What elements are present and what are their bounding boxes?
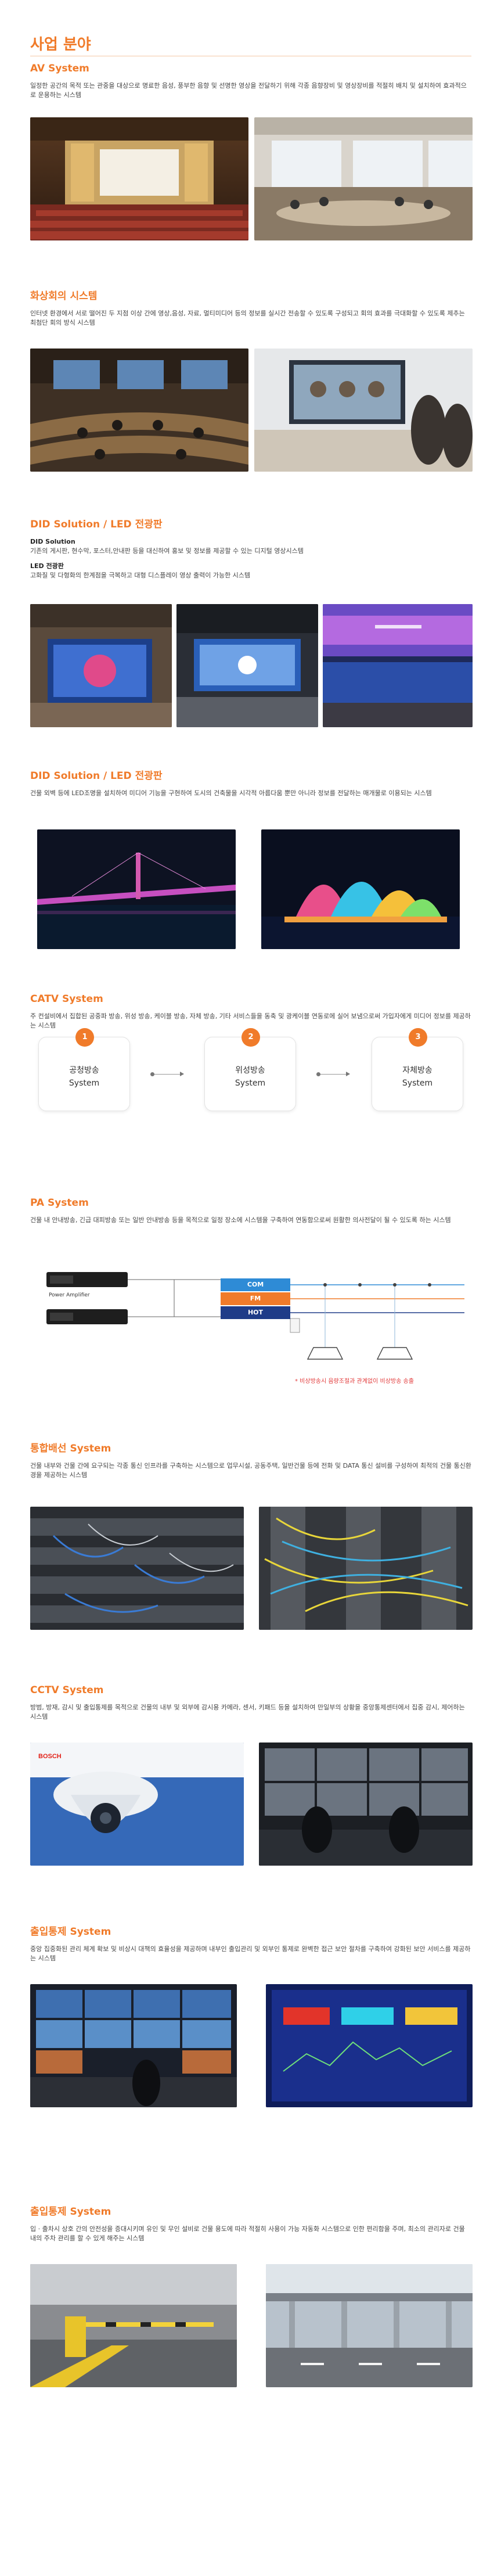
- section-title: AV System: [30, 63, 89, 74]
- bridge-night-lighting-photo: [37, 829, 236, 949]
- section-conference: 화상회의 시스템 인터넷 환경에서 서로 떨어진 두 지점 이상 간에 영상,음…: [30, 290, 471, 328]
- step-number: 1: [75, 1028, 94, 1047]
- flow-arrow: [316, 1072, 350, 1076]
- dashboard-screens-photo: [266, 1984, 473, 2107]
- monitoring-wall-photo: [30, 1984, 237, 2107]
- flow-arrow: [150, 1072, 184, 1076]
- control-room-photo: [259, 1743, 473, 1866]
- section-title: 출입통제 System: [30, 2206, 111, 2218]
- section-description: 입 · 출차시 상호 간의 안전성을 증대시키며 유인 및 무인 설비로 건물 …: [30, 2225, 465, 2242]
- section-description: 중앙 집중화된 관리 체계 확보 및 비상시 대책의 효율성을 제공하며 내부인…: [30, 1945, 471, 1962]
- section-description: 주 컨설비에서 집합된 공중파 방송, 위성 방송, 케이블 방송, 자체 방송…: [30, 1012, 471, 1029]
- section-access-control: 출입통제 System 중앙 집중화된 관리 체계 확보 및 비상시 대책의 효…: [30, 1926, 471, 1963]
- section-media-facade: DID Solution / LED 전광판 건물 외벽 등에 LED조명을 설…: [30, 770, 471, 798]
- camera-brand-logo: BOSCH: [38, 1753, 62, 1760]
- pa-wiring-diagram: [46, 1272, 464, 1360]
- fiber-cables-photo: [259, 1507, 473, 1630]
- pa-emergency-note: * 비상방송시 음량조절과 관계없이 비상방송 송출: [295, 1378, 414, 1385]
- catv-step-3: 3 자체방송 System: [372, 1028, 463, 1111]
- video-call-photo: [254, 349, 473, 472]
- section-description: 건물 외벽 등에 LED조명을 설치하여 미디어 기능을 구현하여 도시의 건축…: [30, 789, 432, 797]
- section-cabling: 통합배선 System 건물 내부와 건물 간에 요구되는 각종 통신 인프라를…: [30, 1443, 471, 1480]
- step-number: 2: [242, 1028, 260, 1047]
- catv-step-1: 1 공청방송 System: [38, 1028, 130, 1111]
- section-title: DID Solution / LED 전광판: [30, 770, 163, 782]
- opera-house-projection-photo: [261, 829, 460, 949]
- lobby-led-wall-photo: [30, 604, 172, 727]
- led-display-banner-photo: [323, 604, 473, 727]
- led-description: 고화질 및 다형화의 한계점을 극복하고 대형 디스플레이 영상 출력이 가능한…: [30, 572, 251, 579]
- section-description: 방범, 방재, 감시 및 출입통제를 목적으로 건물의 내부 및 외부에 감시용…: [30, 1704, 465, 1720]
- did-subtitle: DID Solution: [30, 538, 75, 545]
- section-parking-control: 출입통제 System 입 · 출차시 상호 간의 안전성을 증대시키며 유인 …: [30, 2206, 471, 2243]
- section-pa: PA System 건물 내 안내방송, 긴급 대피방송 또는 일반 안내방송 …: [30, 1197, 471, 1225]
- section-title: CCTV System: [30, 1684, 104, 1696]
- patch-panel-photo: [30, 1507, 244, 1630]
- toll-gate-photo: [266, 2264, 473, 2387]
- section-description: 일정한 공간의 목적 또는 관중을 대상으로 명료한 음성, 풍부한 음향 및 …: [30, 82, 467, 99]
- page-title: 사업 분야: [30, 36, 91, 53]
- catv-step-2: 2 위성방송 System: [204, 1028, 296, 1111]
- section-title: DID Solution / LED 전광판: [30, 519, 163, 530]
- led-screen-hall-photo: [176, 604, 318, 727]
- section-title: 통합배선 System: [30, 1443, 111, 1454]
- amplifier-label: Power Amplifier: [49, 1292, 90, 1298]
- section-did-solution: DID Solution / LED 전광판 DID Solution 기존의 …: [30, 519, 471, 586]
- step-label: 위성방송 System: [235, 1066, 266, 1088]
- section-title: 화상회의 시스템: [30, 290, 98, 302]
- auditorium-photo: [30, 117, 248, 240]
- led-subtitle: LED 전광판: [30, 562, 64, 570]
- section-title: PA System: [30, 1197, 89, 1209]
- dome-camera-photo: BOSCH: [30, 1743, 244, 1866]
- section-title: 출입통제 System: [30, 1926, 111, 1938]
- section-description: 건물 내부와 건물 간에 요구되는 각종 통신 인프라를 구축하는 시스템으로 …: [30, 1462, 471, 1479]
- section-description: 건물 내 안내방송, 긴급 대피방송 또는 일반 안내방송 등을 목적으로 일정…: [30, 1216, 451, 1224]
- conference-hall-photo: [30, 349, 248, 472]
- step-label: 자체방송 System: [402, 1066, 433, 1088]
- meeting-room-photo: [254, 117, 473, 240]
- step-label: 공청방송 System: [69, 1066, 100, 1088]
- section-av: AV System 일정한 공간의 목적 또는 관중을 대상으로 명료한 음성,…: [30, 63, 471, 100]
- section-catv: CATV System 주 컨설비에서 집합된 공중파 방송, 위성 방송, 케…: [30, 993, 471, 1030]
- pa-line-com: COM: [221, 1278, 290, 1291]
- pa-line-hot: HOT: [221, 1306, 290, 1319]
- did-description: 기존의 게시판, 현수막, 포스터,안내판 등을 대신하여 홍보 및 정보를 제…: [30, 547, 304, 555]
- section-description: 인터넷 환경에서 서로 떨어진 두 지점 이상 간에 영상,음성, 자료, 멀티…: [30, 310, 465, 326]
- section-title: CATV System: [30, 993, 103, 1005]
- parking-barrier-photo: [30, 2264, 237, 2387]
- step-number: 3: [409, 1028, 427, 1047]
- pa-line-fm: FM: [221, 1292, 290, 1305]
- section-cctv: CCTV System 방범, 방재, 감시 및 출입통제를 목적으로 건물의 …: [30, 1684, 471, 1722]
